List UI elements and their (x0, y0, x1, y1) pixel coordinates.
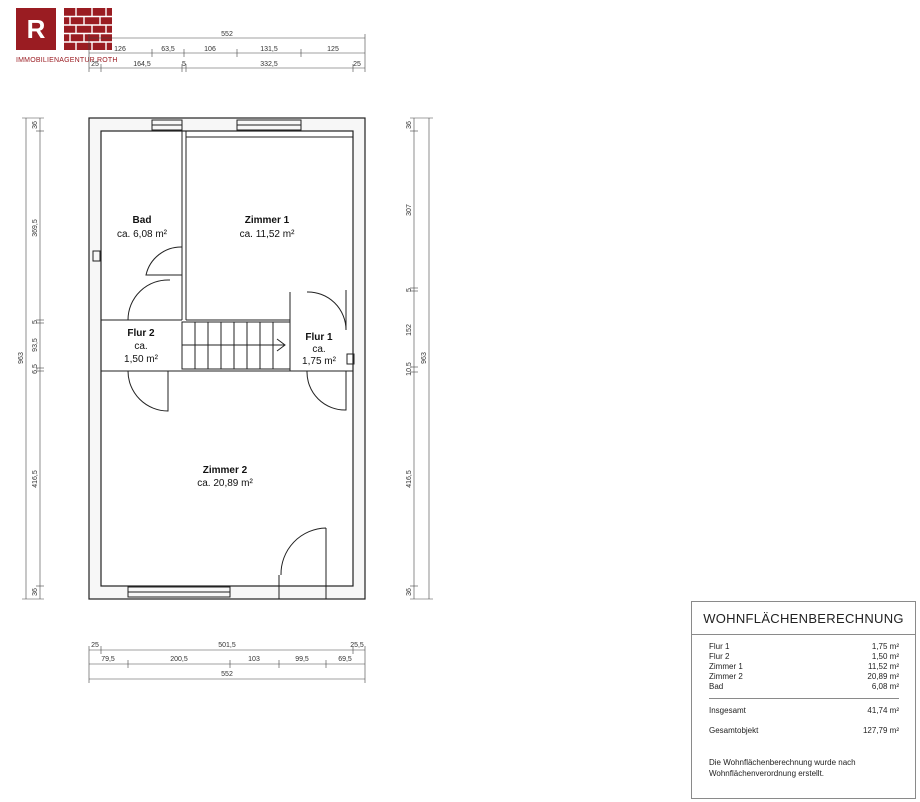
room-flur2-name: Flur 2 (127, 328, 155, 339)
room-flur2-area-1: ca. (134, 341, 147, 352)
staircase (181, 321, 291, 370)
brick-wall-icon (64, 8, 112, 50)
dim-bottom-r2-2: 200,5 (170, 656, 188, 663)
room-flur1-area-2: 1,75 m² (302, 356, 337, 367)
dim-left-6: 416,5 (32, 470, 39, 488)
dim-left-7: 36 (32, 588, 39, 596)
logo-letter: R (16, 8, 56, 50)
dim-top-r2-4: 332,5 (260, 61, 278, 68)
area-rows: Flur 1 1,75 m² Flur 2 1,50 m² Zimmer 1 1… (709, 642, 899, 692)
dim-right-7: 36 (406, 588, 413, 596)
area-row: Zimmer 2 20,89 m² (709, 672, 899, 682)
dim-left-1: 36 (32, 121, 39, 129)
area-row-label: Zimmer 2 (709, 672, 743, 681)
door-bad (145, 246, 183, 276)
total-value: 41,74 m² (867, 706, 899, 715)
dim-right-1: 36 (406, 121, 413, 129)
dim-right-3: 5 (406, 288, 413, 292)
area-row-label: Bad (709, 682, 724, 691)
door-flur2-bottom (127, 370, 169, 412)
dim-bottom-r1-3: 25,5 (350, 642, 364, 649)
object-value: 127,79 m² (862, 726, 899, 735)
area-row-value: 6,08 m² (871, 682, 899, 691)
dim-top-r2-1: 25 (91, 61, 99, 68)
dim-right-4: 152 (406, 324, 413, 336)
area-row-value: 20,89 m² (867, 672, 899, 681)
area-row-label: Zimmer 1 (709, 662, 743, 671)
room-zimmer1-name: Zimmer 1 (245, 215, 290, 226)
dim-top-total: 552 (221, 31, 233, 38)
windows (92, 119, 355, 598)
dim-left-total: 963 (18, 352, 25, 364)
dim-bottom-r2-5: 69,5 (338, 656, 352, 663)
dim-bottom-r1-2: 501,5 (218, 642, 236, 649)
calculation-note: Die Wohnflächenberechnung wurde nach Woh… (709, 758, 856, 778)
area-row-label: Flur 1 (709, 642, 730, 651)
dim-left-5: 6,5 (32, 364, 39, 374)
company-logo: R IMMOBILIENAGENTUR ROTH (14, 8, 117, 68)
dim-top-r1-5: 125 (327, 46, 339, 53)
room-zimmer2-name: Zimmer 2 (203, 465, 248, 476)
dim-top-r1-4: 131,5 (260, 46, 278, 53)
dim-left-4: 93,5 (32, 338, 39, 352)
dim-bottom-r2-3: 103 (248, 656, 260, 663)
area-row: Zimmer 1 11,52 m² (709, 662, 899, 672)
dim-top-r2-3: 5 (182, 61, 186, 68)
divider (709, 698, 899, 699)
area-row-label: Flur 2 (709, 652, 730, 661)
door-flur1-bottom (306, 370, 347, 411)
object-label: Gesamtobjekt (709, 726, 759, 735)
dim-top-r2-2: 164,5 (133, 61, 151, 68)
dim-top-r1-1: 126 (114, 46, 126, 53)
dim-bottom-r2-4: 99,5 (295, 656, 309, 663)
area-row: Bad 6,08 m² (709, 682, 899, 692)
dim-right-5: 10,5 (406, 362, 413, 376)
dim-right-total: 963 (421, 352, 428, 364)
area-row-value: 1,50 m² (871, 652, 899, 661)
dim-top-r2-5: 25 (353, 61, 361, 68)
room-flur2-area-2: 1,50 m² (124, 354, 159, 365)
dim-left-3: 5 (32, 320, 39, 324)
area-row: Flur 1 1,75 m² (709, 642, 899, 652)
dim-top-r1-3: 106 (204, 46, 216, 53)
area-row-value: 1,75 m² (871, 642, 899, 651)
dim-right-2: 307 (406, 204, 413, 216)
area-calculation-title: WOHNFLÄCHENBERECHNUNG (692, 602, 915, 635)
logo-company-name: IMMOBILIENAGENTUR ROTH (16, 57, 118, 64)
room-bad-area: ca. 6,08 m² (117, 229, 168, 240)
dim-right-6: 416,5 (406, 470, 413, 488)
room-flur1-area-1: ca. (312, 344, 325, 355)
total-row: Insgesamt 41,74 m² (709, 706, 899, 715)
dim-left-2: 369,5 (32, 219, 39, 237)
dim-top-r1-2: 63,5 (161, 46, 175, 53)
dim-bottom-r2-1: 79,5 (101, 656, 115, 663)
room-zimmer1-area: ca. 11,52 m² (240, 229, 296, 240)
area-calculation-panel: WOHNFLÄCHENBERECHNUNG Flur 1 1,75 m² Flu… (691, 601, 916, 799)
object-row: Gesamtobjekt 127,79 m² (709, 726, 899, 735)
area-row-value: 11,52 m² (868, 662, 899, 671)
room-bad-name: Bad (133, 215, 152, 226)
area-row: Flur 2 1,50 m² (709, 652, 899, 662)
entrance-door (278, 527, 327, 599)
room-zimmer2-area: ca. 20,89 m² (197, 478, 253, 489)
door-flur1-top (306, 291, 347, 331)
room-flur1-name: Flur 1 (305, 332, 333, 343)
dim-bottom-r1-1: 25 (91, 642, 99, 649)
total-label: Insgesamt (709, 706, 746, 715)
dim-bottom-total: 552 (221, 671, 233, 678)
door-flur2-top (127, 279, 171, 321)
